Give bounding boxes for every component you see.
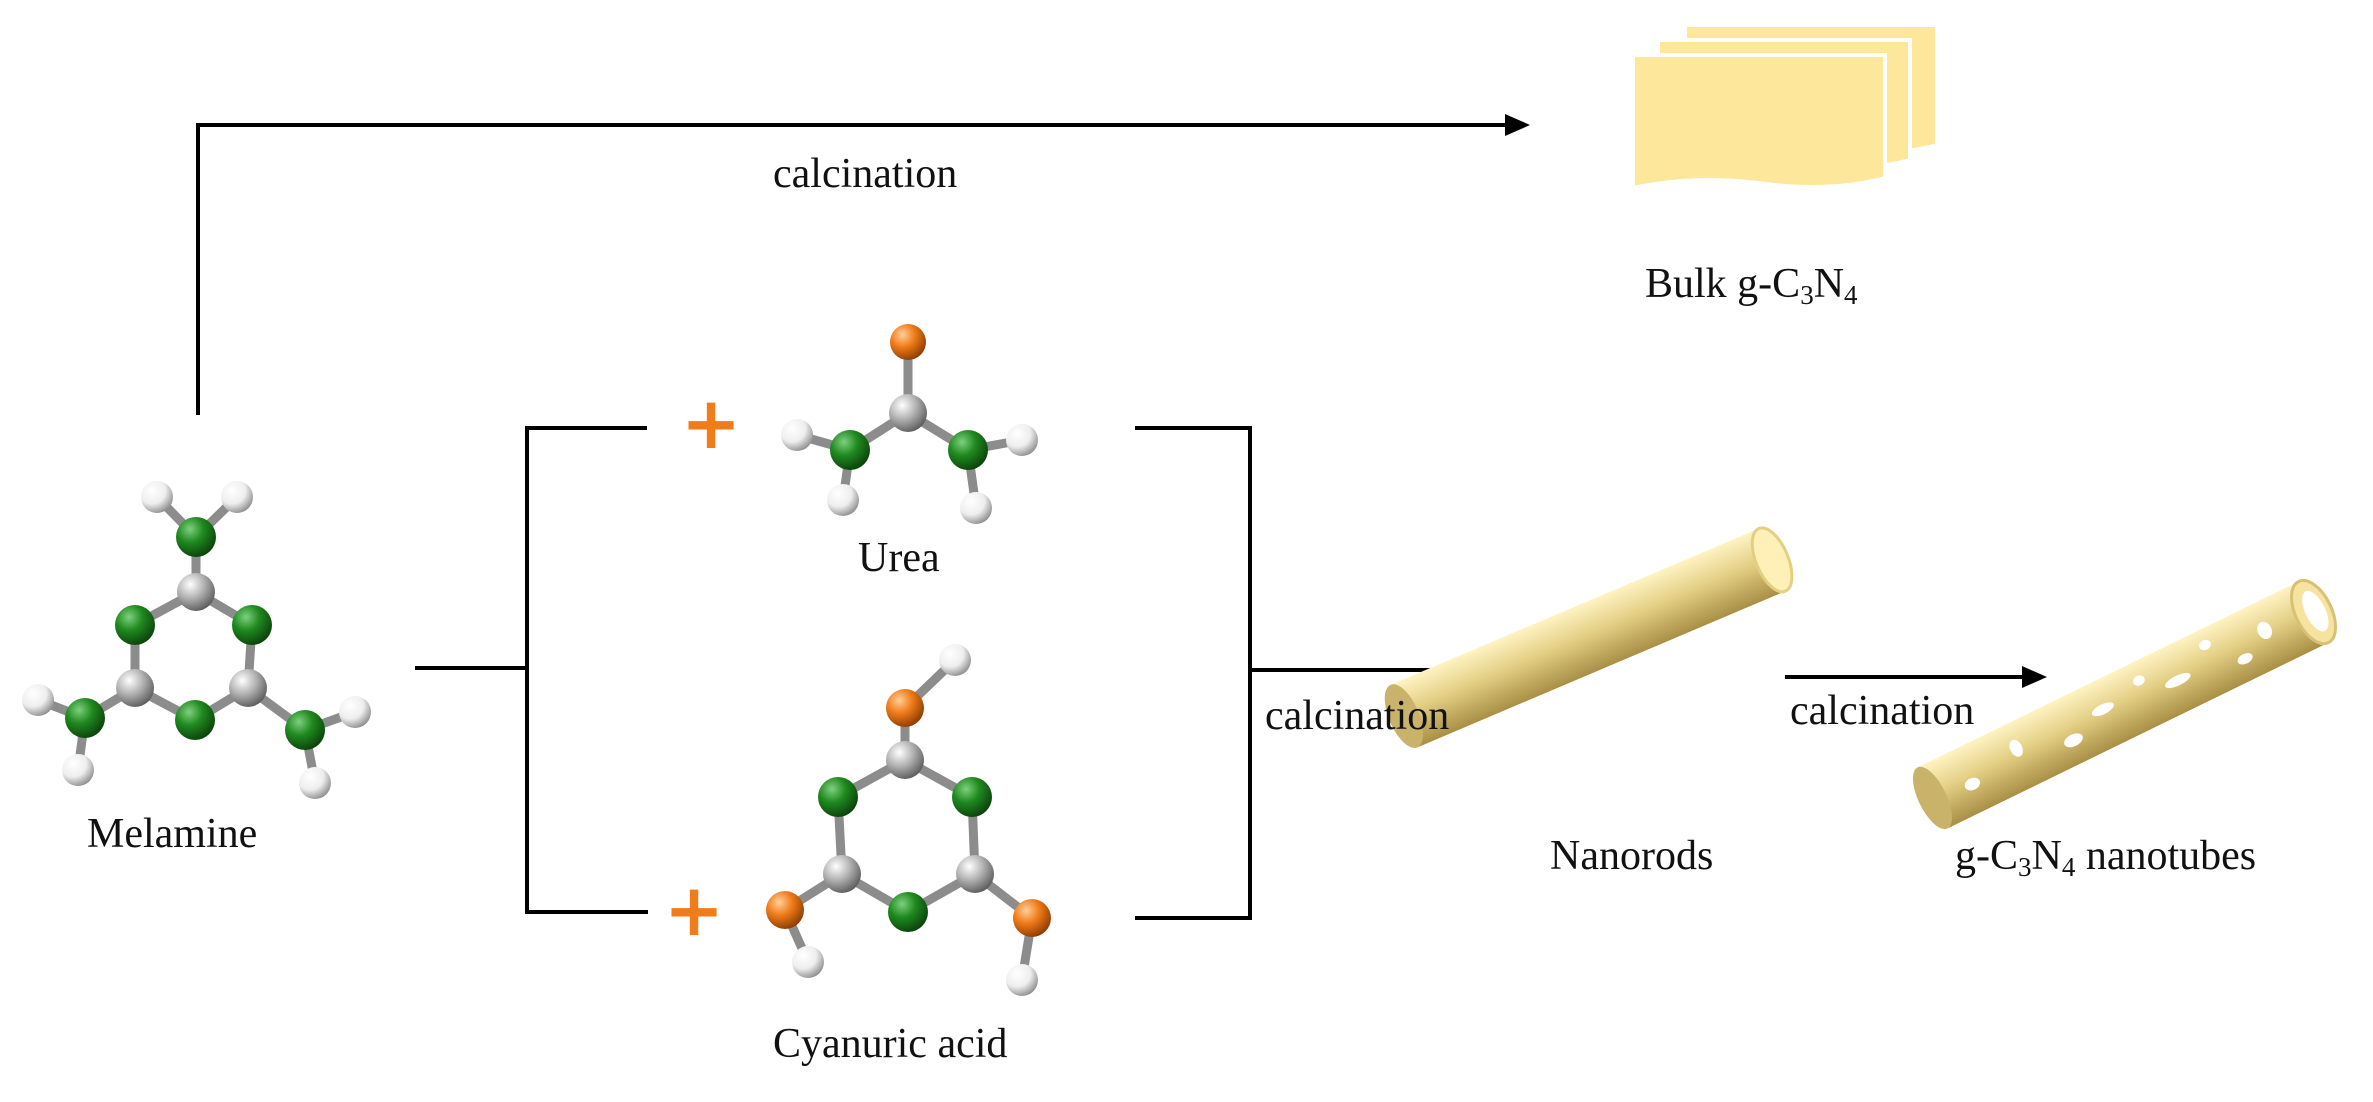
- cyanuric-acid-label: Cyanuric acid: [773, 1021, 1008, 1067]
- nanotubes-label-suffix: nanotubes: [2075, 833, 2257, 879]
- urea-oxygen-atom: [890, 324, 926, 360]
- melamine-carbon-atom: [229, 669, 267, 707]
- cyanuric-oxygen-atom: [766, 891, 804, 929]
- connectors: [196, 114, 2047, 920]
- melamine-nitrogen-atom: [176, 517, 216, 557]
- melamine-nitrogen-atom: [65, 698, 105, 738]
- cyanuric-hydrogen-atom: [792, 946, 824, 978]
- arrowhead-bulk: [1505, 114, 1530, 136]
- urea-carbon-atom: [889, 394, 927, 432]
- melamine-hydrogen-atom: [299, 767, 331, 799]
- urea-hydrogen-atom: [1006, 424, 1038, 456]
- gc3n4-nanotubes-label: g-C3N4 nanotubes: [1955, 833, 2257, 881]
- melamine-hydrogen-atom: [339, 696, 371, 728]
- nanorod-icon: [1384, 526, 1794, 748]
- bulk-label-sub-4: 4: [1844, 280, 1858, 310]
- cyanuric-nitrogen-atom: [952, 777, 992, 817]
- melamine-nitrogen-atom: [175, 700, 215, 740]
- arrowhead-nanotubes: [2022, 666, 2047, 688]
- nanotubes-label-sub-4: 4: [2061, 852, 2076, 882]
- calcination-label-right: calcination: [1790, 688, 1975, 734]
- calcination-label-top: calcination: [773, 151, 958, 197]
- urea-hydrogen-atom: [960, 492, 992, 524]
- cyanuric-nitrogen-atom: [888, 892, 928, 932]
- melamine-hydrogen-atom: [22, 684, 54, 716]
- cyanuric-carbon-atom: [886, 741, 924, 779]
- plus-sign-cyanuric: +: [664, 868, 724, 952]
- nanotubes-label-sub-3: 3: [2018, 852, 2032, 882]
- cyanuric-hydrogen-atom: [1006, 964, 1038, 996]
- nanotube-icon: [1912, 579, 2338, 830]
- urea-nitrogen-atom: [830, 430, 870, 470]
- melamine-hydrogen-atom: [221, 481, 253, 513]
- bulk-gc3n4-label: Bulk g-C3N4: [1645, 261, 1858, 309]
- bulk-label-sub-3: 3: [1800, 280, 1814, 310]
- melamine-carbon-atom: [177, 573, 215, 611]
- melamine-nitrogen-atom: [115, 605, 155, 645]
- cyanuric-carbon-atom: [956, 855, 994, 893]
- melamine-carbon-atom: [116, 669, 154, 707]
- bulk-label-n: N: [1813, 261, 1845, 307]
- urea-hydrogen-atom: [781, 419, 813, 451]
- urea-hydrogen-atom: [827, 484, 859, 516]
- melamine-nitrogen-atom: [285, 710, 325, 750]
- melamine-label: Melamine: [87, 811, 258, 857]
- cyanuric-hydrogen-atom: [939, 644, 971, 676]
- melamine-nitrogen-atom: [232, 605, 272, 645]
- melamine-hydrogen-atom: [141, 481, 173, 513]
- nanotubes-label-n: N: [2031, 833, 2062, 879]
- urea-label: Urea: [858, 535, 940, 581]
- cyanuric-nitrogen-atom: [818, 777, 858, 817]
- cyanuric-oxygen-atom: [886, 689, 924, 727]
- cyanuric-carbon-atom: [823, 855, 861, 893]
- cyanuric-oxygen-atom: [1013, 899, 1051, 937]
- right-bracket: [1135, 426, 1252, 920]
- urea-molecule: [781, 324, 1038, 524]
- arrow-melamine-to-bulk: [196, 123, 1515, 415]
- nanotubes-label-prefix: g-C: [1955, 833, 2018, 879]
- urea-nitrogen-atom: [948, 430, 988, 470]
- plus-sign-urea: +: [681, 381, 741, 465]
- nanorods-label: Nanorods: [1550, 833, 1714, 879]
- calcination-label-middle: calcination: [1265, 693, 1450, 739]
- cyanuric-acid-molecule: [766, 644, 1051, 996]
- left-bracket: [525, 426, 648, 914]
- bulk-label-prefix: Bulk g-C: [1645, 261, 1801, 307]
- melamine-hydrogen-atom: [62, 754, 94, 786]
- melamine-molecule: [22, 481, 371, 799]
- bulk-sheets-icon: [1631, 23, 1939, 191]
